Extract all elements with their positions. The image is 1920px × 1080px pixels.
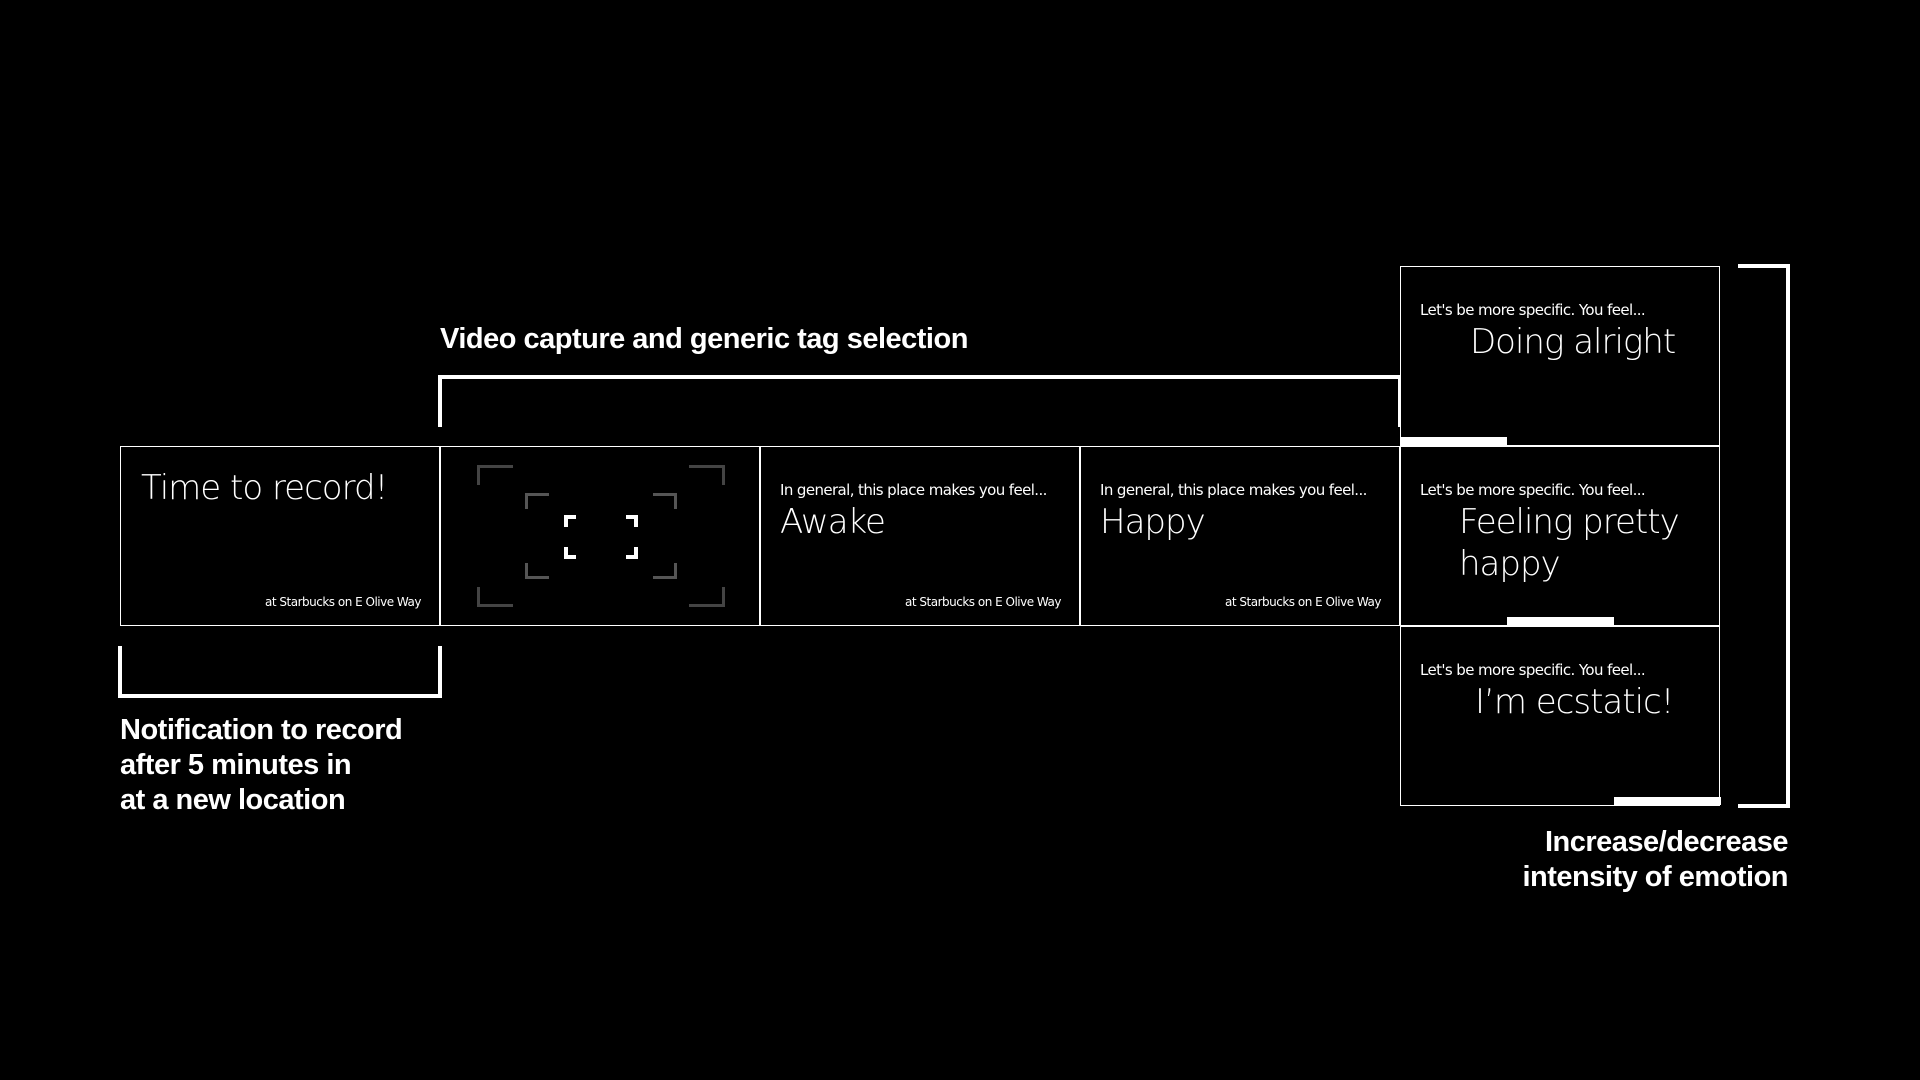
doing-alright-prompt: Let's be more specific. You feel... <box>1420 301 1646 319</box>
video-capture-card[interactable] <box>440 446 760 626</box>
doing-alright-tag: Doing alright <box>1470 322 1676 362</box>
ecstatic-card[interactable]: Let's be more specific. You feel... I’m … <box>1400 626 1721 806</box>
ecstatic-prompt: Let's be more specific. You feel... <box>1420 661 1646 679</box>
intensity-bar-high <box>1614 797 1721 805</box>
feeling-pretty-happy-card[interactable]: Let's be more specific. You feel... Feel… <box>1400 446 1720 626</box>
feeling-pretty-happy-tag-line-2: happy <box>1459 544 1561 584</box>
awake-prompt: In general, this place makes you feel... <box>780 481 1047 499</box>
notification-location: at Starbucks on E Olive Way <box>265 595 421 609</box>
doing-alright-card[interactable]: Let's be more specific. You feel... Doin… <box>1400 266 1720 446</box>
notification-label: Notification to record after 5 minutes i… <box>120 713 403 818</box>
intensity-bracket <box>1738 264 1790 808</box>
video-capture-label: Video capture and generic tag selection <box>440 323 968 355</box>
happy-prompt: In general, this place makes you feel... <box>1100 481 1367 499</box>
ecstatic-tag: I’m ecstatic! <box>1475 682 1674 722</box>
happy-tag: Happy <box>1100 502 1206 542</box>
awake-location: at Starbucks on E Olive Way <box>905 595 1061 609</box>
notification-title: Time to record! <box>141 468 388 508</box>
notification-card[interactable]: Time to record! at Starbucks on E Olive … <box>120 446 440 626</box>
feeling-pretty-happy-prompt: Let's be more specific. You feel... <box>1420 481 1646 499</box>
intensity-label-line-2: intensity of emotion <box>1522 861 1789 893</box>
feeling-pretty-happy-tag-line-1: Feeling pretty <box>1459 502 1680 542</box>
happy-location: at Starbucks on E Olive Way <box>1225 595 1381 609</box>
notification-label-line-2: after 5 minutes in <box>120 749 352 781</box>
intensity-label-line-1: Increase/decrease <box>1544 826 1789 858</box>
intensity-label: Increase/decrease intensity of emotion <box>1523 825 1789 895</box>
notification-label-line-3: at a new location <box>120 784 346 816</box>
viewfinder-icon <box>441 447 761 627</box>
intensity-bar-low <box>1401 437 1507 445</box>
awake-tag: Awake <box>780 502 886 542</box>
notification-bracket <box>118 646 442 698</box>
video-capture-bracket <box>438 375 1402 427</box>
intensity-bar-mid <box>1507 617 1614 625</box>
notification-label-line-1: Notification to record <box>120 714 403 746</box>
happy-card[interactable]: In general, this place makes you feel...… <box>1080 446 1400 626</box>
awake-card[interactable]: In general, this place makes you feel...… <box>760 446 1080 626</box>
